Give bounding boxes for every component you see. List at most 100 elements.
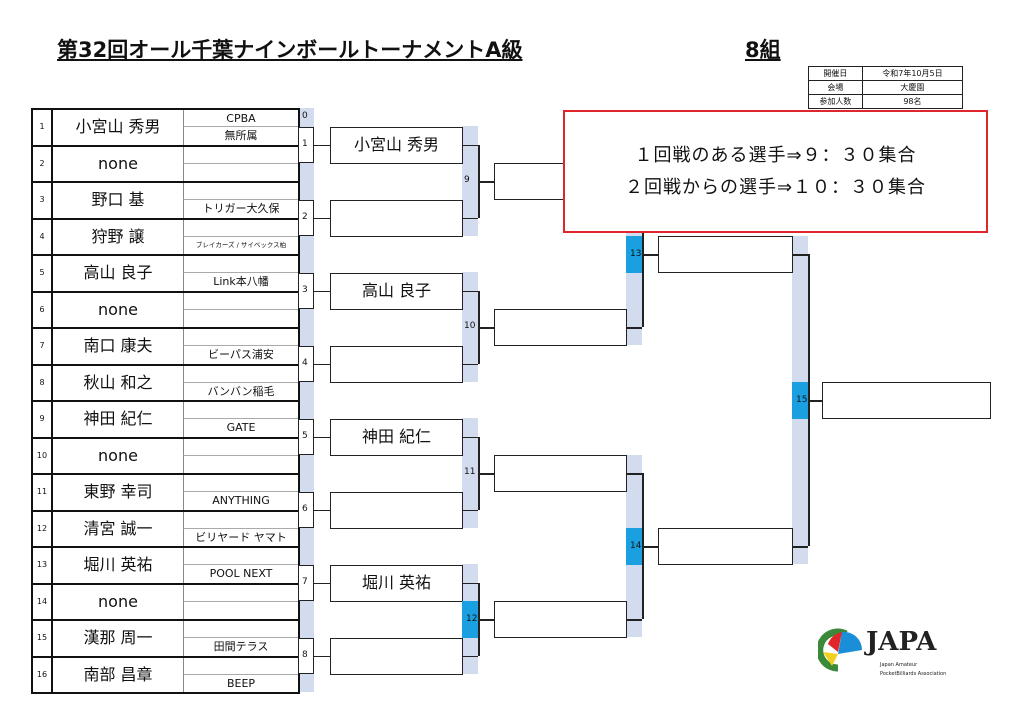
connector bbox=[462, 144, 478, 146]
player-number: 4 bbox=[33, 219, 53, 254]
team-bottom bbox=[183, 309, 298, 327]
player-name: none bbox=[98, 153, 138, 173]
connector bbox=[642, 546, 658, 548]
team-top bbox=[183, 657, 298, 675]
player-name: 清宮 誠一 bbox=[83, 518, 153, 538]
svg-text:PocketBilliards Association: PocketBilliards Association bbox=[880, 671, 946, 677]
connector bbox=[314, 217, 330, 219]
connector bbox=[792, 254, 808, 256]
page-title: 第32回オール千葉ナインボールトーナメントA級 bbox=[57, 38, 523, 62]
info-value: 98名 bbox=[861, 94, 964, 109]
japa-logo: JAPA Japan Amateur PocketBilliards Assoc… bbox=[816, 622, 988, 682]
group-label: 8組 bbox=[745, 38, 781, 62]
team-bottom: ANYTHING bbox=[183, 492, 298, 510]
japa-logo-graphic: JAPA Japan Amateur PocketBilliards Assoc… bbox=[816, 627, 946, 677]
player-name: 堀川 英祐 bbox=[83, 555, 153, 575]
connector bbox=[478, 327, 494, 329]
info-label: 開催日 bbox=[808, 66, 863, 81]
connector bbox=[626, 473, 642, 475]
team-top bbox=[183, 548, 298, 566]
connector bbox=[462, 509, 478, 511]
player-number: 15 bbox=[33, 621, 53, 656]
match-number: 13 bbox=[626, 236, 642, 273]
round2-slot[interactable] bbox=[330, 491, 463, 529]
team-bottom: 無所属 bbox=[183, 127, 298, 145]
round3-slot[interactable] bbox=[494, 455, 627, 492]
match-number: 3 bbox=[298, 272, 314, 309]
round2-slot[interactable]: 高山 良子 bbox=[330, 272, 463, 310]
team-top bbox=[183, 219, 298, 237]
player-name: 漢那 周一 bbox=[83, 628, 153, 648]
final-slot[interactable] bbox=[822, 382, 991, 419]
match-number: 5 bbox=[298, 418, 314, 455]
player-name: 東野 幸司 bbox=[83, 482, 153, 502]
team-bottom: POOL NEXT bbox=[183, 565, 298, 583]
team-bottom: トリガー大久保 bbox=[183, 200, 298, 218]
team-bottom: Link本八幡 bbox=[183, 273, 298, 291]
connector bbox=[462, 290, 478, 292]
player-name: 高山 良子 bbox=[83, 263, 153, 283]
svg-text:JAPA: JAPA bbox=[864, 627, 937, 657]
svg-text:Japan Amateur: Japan Amateur bbox=[879, 662, 918, 668]
player-name: 野口 基 bbox=[91, 190, 145, 210]
connector bbox=[314, 290, 330, 292]
match-number: 8 bbox=[298, 637, 314, 674]
info-label: 参加人数 bbox=[808, 94, 863, 109]
match-number: 2 bbox=[298, 199, 314, 236]
player-name: 南口 康夫 bbox=[83, 336, 153, 356]
connector bbox=[808, 400, 822, 402]
round2-slot[interactable] bbox=[330, 199, 463, 237]
team-top bbox=[183, 256, 298, 274]
connector bbox=[314, 509, 330, 511]
info-row-venue: 会場大慶園 bbox=[808, 80, 964, 95]
round3-slot[interactable] bbox=[494, 309, 627, 346]
player-number: 12 bbox=[33, 511, 53, 546]
match-number: 12 bbox=[462, 601, 478, 638]
round3-slot[interactable] bbox=[494, 601, 627, 638]
player-number: 3 bbox=[33, 183, 53, 218]
player-number: 9 bbox=[33, 402, 53, 437]
connector bbox=[626, 327, 642, 329]
round2-slot[interactable]: 堀川 英祐 bbox=[330, 564, 463, 602]
player-number: 13 bbox=[33, 548, 53, 583]
match-number: 14 bbox=[626, 528, 642, 565]
team-bottom: バンバン稲毛 bbox=[183, 382, 298, 400]
round4-slot[interactable] bbox=[658, 236, 793, 273]
match-strip bbox=[462, 126, 478, 236]
match-number: 9 bbox=[464, 175, 470, 185]
team-top bbox=[183, 329, 298, 347]
player-name: none bbox=[98, 591, 138, 611]
connector bbox=[314, 582, 330, 584]
team-top bbox=[183, 621, 298, 639]
connector bbox=[462, 436, 478, 438]
player-number: 8 bbox=[33, 365, 53, 400]
connector bbox=[462, 217, 478, 219]
info-value: 大慶園 bbox=[861, 80, 964, 95]
player-name: none bbox=[98, 299, 138, 319]
connector bbox=[626, 619, 642, 621]
round2-slot[interactable] bbox=[330, 345, 463, 383]
match-number: 11 bbox=[464, 467, 476, 477]
round2-slot[interactable] bbox=[330, 637, 463, 675]
player-row: 13 堀川 英祐 POOL NEXT bbox=[31, 546, 300, 585]
team-top bbox=[183, 438, 298, 456]
team-top bbox=[183, 511, 298, 529]
team-top bbox=[183, 146, 298, 164]
team-top: CPBA bbox=[183, 110, 298, 128]
round2-slot[interactable]: 神田 紀仁 bbox=[330, 418, 463, 456]
team-bottom bbox=[183, 601, 298, 619]
round4-slot[interactable] bbox=[658, 528, 793, 565]
team-top bbox=[183, 292, 298, 310]
round2-slot[interactable]: 小宮山 秀男 bbox=[330, 126, 463, 164]
